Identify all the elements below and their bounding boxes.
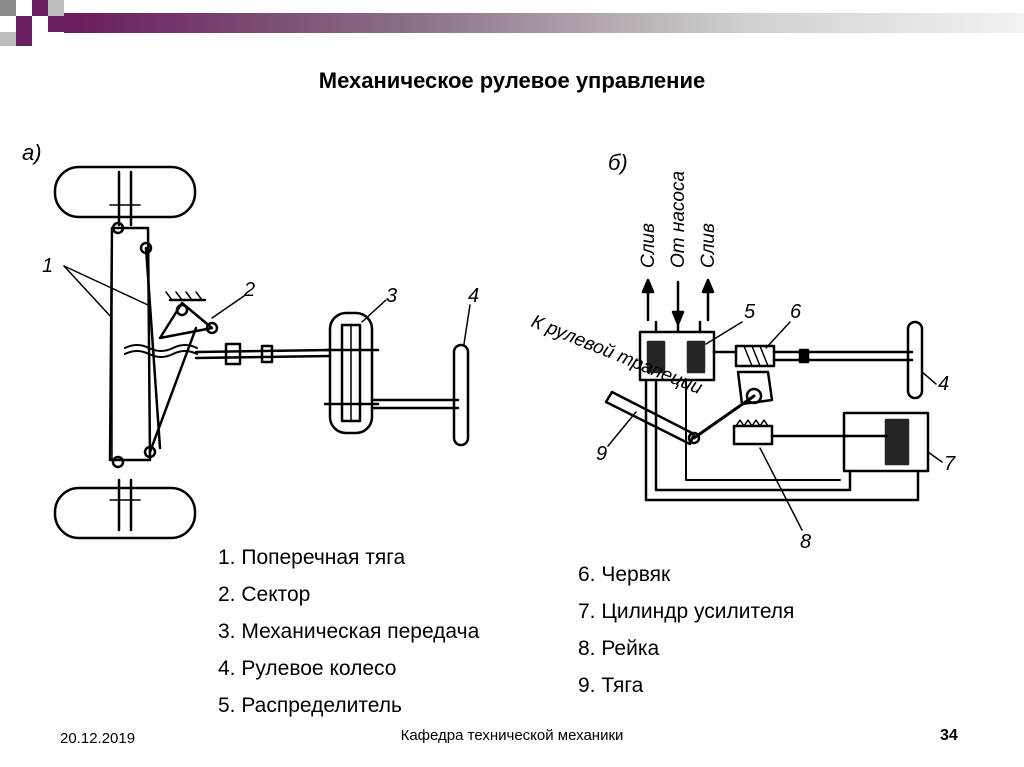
legend-item-9: 9. Тяга (578, 674, 644, 697)
num-3: 3 (386, 285, 397, 307)
front-axle-beam (108, 226, 152, 462)
flow-from-pump: От насоса (668, 171, 689, 268)
num-7: 7 (944, 453, 956, 475)
header-decoration (0, 0, 1024, 46)
legend-item-2: 2. Сектор (218, 583, 311, 606)
legend-right: 6. Червяк 7. Цилиндр усилителя 8. Рейка … (578, 556, 794, 704)
legend-item-5: 5. Распределитель (218, 694, 402, 717)
label-b: б) (608, 150, 628, 175)
worm (734, 344, 776, 368)
front-left-wheel (53, 165, 197, 219)
num-8: 8 (800, 531, 811, 553)
num-4b: 4 (938, 373, 949, 395)
legend-left: 1. Поперечная тяга 2. Сектор 3. Механиче… (218, 539, 479, 724)
num-9: 9 (596, 443, 607, 465)
flow-drain-left: Слив (638, 223, 659, 268)
num-2: 2 (243, 279, 255, 301)
num-1: 1 (42, 255, 53, 277)
flow-drain-right: Слив (698, 223, 719, 268)
num-4: 4 (468, 285, 479, 307)
legend-item-6: 6. Червяк (578, 563, 671, 586)
gearbox (328, 311, 374, 435)
label-a: а) (22, 140, 42, 165)
sector (158, 301, 214, 340)
steering-wheel-b (906, 320, 924, 400)
rack (732, 424, 774, 446)
footer-date: 20.12.2019 (60, 730, 136, 747)
steering-wheel-a (452, 343, 470, 447)
page-number: 34 (940, 727, 958, 744)
link-rod (604, 390, 696, 446)
footer-department: Кафедра технической механики (400, 727, 624, 744)
slide-title: Механическое рулевое управление (318, 68, 706, 93)
legend-item-4: 4. Рулевое колесо (218, 657, 397, 680)
front-right-wheel (53, 486, 197, 540)
legend-item-8: 8. Рейка (578, 637, 660, 660)
tie-rod (144, 246, 162, 450)
num-5: 5 (744, 301, 756, 323)
legend-item-7: 7. Цилиндр усилителя (578, 600, 795, 623)
num-6: 6 (790, 301, 802, 323)
legend-item-1: 1. Поперечная тяга (218, 546, 406, 569)
power-cylinder (842, 411, 930, 473)
legend-item-3: 3. Механическая передача (218, 620, 480, 643)
